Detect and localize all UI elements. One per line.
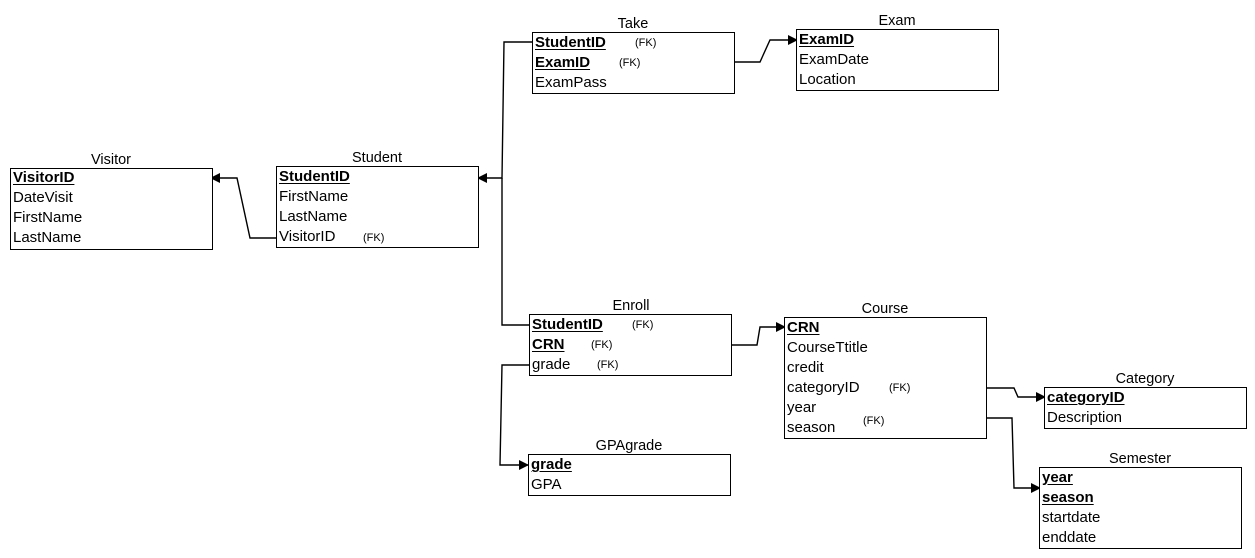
student-lastname: LastName	[279, 208, 348, 225]
semester-enddate: enddate	[1042, 529, 1097, 546]
gpagrade-title: GPAgrade	[595, 438, 663, 454]
gpagrade-grade-pk: grade	[531, 456, 572, 473]
visitor-title: Visitor	[90, 152, 132, 168]
course-categoryid-fk-label: (FK)	[889, 382, 911, 394]
visitor-lastname: LastName	[13, 229, 82, 246]
semester-season-pk: season	[1042, 489, 1094, 506]
take-studentid-pk: StudentID	[535, 34, 606, 51]
exam-examid-pk: ExamID	[799, 31, 855, 48]
link-take-student	[477, 41, 533, 183]
course-credit: credit	[787, 359, 824, 376]
enroll-crn-fk-label: (FK)	[591, 339, 613, 351]
semester-title: Semester	[1108, 451, 1172, 467]
gpagrade-gpa: GPA	[531, 476, 562, 493]
enroll-entity: StudentID (FK) CRN (FK) grade (FK)	[529, 314, 732, 376]
course-entity: CRN CourseTtitle credit categoryID (FK) …	[784, 317, 987, 439]
category-categoryid-pk: categoryID	[1047, 389, 1125, 406]
semester-startdate: startdate	[1042, 509, 1101, 526]
link-student-visitor	[210, 173, 276, 239]
link-course-category	[986, 387, 1046, 402]
exam-location: Location	[799, 71, 856, 88]
student-visitorid-fk-label: (FK)	[363, 232, 385, 244]
course-categoryid: categoryID	[787, 379, 860, 396]
link-course-semester	[986, 417, 1041, 493]
exam-entity: ExamID ExamDate Location	[796, 29, 999, 91]
take-entity: StudentID (FK) ExamID (FK) ExamPass	[532, 32, 735, 94]
course-year: year	[787, 399, 817, 416]
link-take-exam	[734, 35, 798, 63]
enroll-grade: grade	[532, 356, 571, 373]
semester-year-pk: year	[1042, 469, 1073, 486]
course-season: season	[787, 419, 836, 436]
enroll-studentid-pk: StudentID	[532, 316, 603, 333]
visitor-entity: VisitorID DateVisit FirstName LastName	[10, 168, 213, 250]
student-firstname: FirstName	[279, 188, 349, 205]
visitor-datevisit: DateVisit	[13, 189, 73, 206]
category-description: Description	[1047, 409, 1123, 426]
course-coursetitle: CourseTtitle	[787, 339, 868, 356]
link-enroll-gpagrade	[499, 364, 530, 470]
take-examid-pk: ExamID	[535, 54, 591, 71]
student-studentid-pk: StudentID	[279, 168, 350, 185]
category-entity: categoryID Description	[1044, 387, 1247, 429]
student-title: Student	[352, 150, 402, 166]
enroll-studentid-fk-label: (FK)	[632, 319, 654, 331]
semester-entity: year season startdate enddate	[1039, 467, 1242, 549]
course-crn-pk: CRN	[787, 319, 820, 336]
category-title: Category	[1115, 371, 1175, 387]
course-year-season-fk-label: (FK)	[863, 415, 885, 427]
take-examid-fk-label: (FK)	[619, 57, 641, 69]
visitor-firstname: FirstName	[13, 209, 83, 226]
enroll-title: Enroll	[612, 298, 650, 314]
take-title: Take	[617, 16, 649, 32]
course-title: Course	[861, 301, 909, 317]
take-studentid-fk-label: (FK)	[635, 37, 657, 49]
link-enroll-course	[731, 322, 786, 346]
student-visitorid: VisitorID	[279, 228, 336, 245]
student-entity: StudentID FirstName LastName VisitorID (…	[276, 166, 479, 248]
exam-title: Exam	[878, 13, 916, 29]
exam-examdate: ExamDate	[799, 51, 870, 68]
enroll-crn-pk: CRN	[532, 336, 565, 353]
link-enroll-student	[501, 178, 530, 326]
take-exampass: ExamPass	[535, 74, 607, 91]
visitor-visitorid-pk: VisitorID	[13, 169, 75, 186]
gpagrade-entity: grade GPA	[528, 454, 731, 496]
enroll-grade-fk-label: (FK)	[597, 359, 619, 371]
